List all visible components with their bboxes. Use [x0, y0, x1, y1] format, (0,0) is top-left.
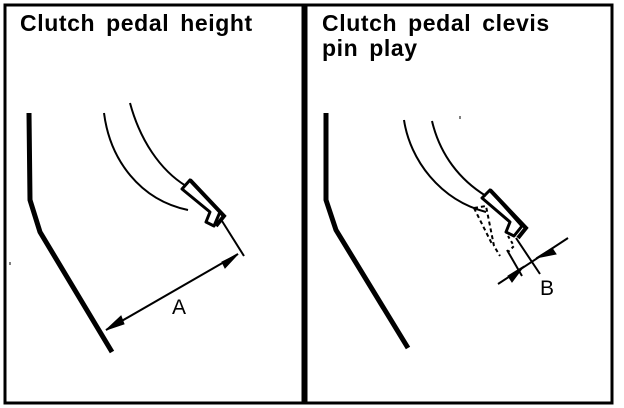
pedal-pad-right	[480, 188, 524, 238]
arrowhead-b-right	[535, 247, 557, 259]
left-panel-border	[3, 3, 305, 405]
dimension-line-a	[105, 253, 239, 331]
panel-title-line-2: pin play	[322, 35, 418, 61]
dimension-label-a: A	[172, 296, 187, 319]
witness-line-left	[221, 220, 245, 257]
floor-panel-left	[26, 112, 115, 354]
pedal-arm-outer-right	[403, 119, 487, 213]
floor-panel-right	[323, 113, 411, 350]
pedal-pad-face-right	[488, 188, 529, 240]
dimension-label-b: B	[540, 277, 555, 300]
pedal-arm-inner-right	[431, 120, 487, 197]
arrowhead-a-pedal	[221, 253, 239, 269]
pedal-arm-outer-left	[103, 112, 189, 211]
panel-title-clevis-pin-play: Clutch pedal clevis pin play	[322, 11, 550, 61]
arrowhead-a-floor	[105, 315, 125, 331]
pedal-arm-inner-left	[129, 102, 187, 187]
pedal-pad-face-left	[188, 178, 227, 228]
arrowhead-b-left	[507, 265, 525, 283]
pedal-pad-dashed-tip	[507, 235, 516, 253]
right-panel-border	[304, 3, 614, 405]
panel-title-line-1: Clutch pedal clevis	[322, 10, 550, 36]
panel-title-pedal-height: Clutch pedal height	[20, 10, 253, 36]
witness-line-b-2	[515, 237, 541, 275]
pedal-pad-dashed	[473, 204, 501, 257]
